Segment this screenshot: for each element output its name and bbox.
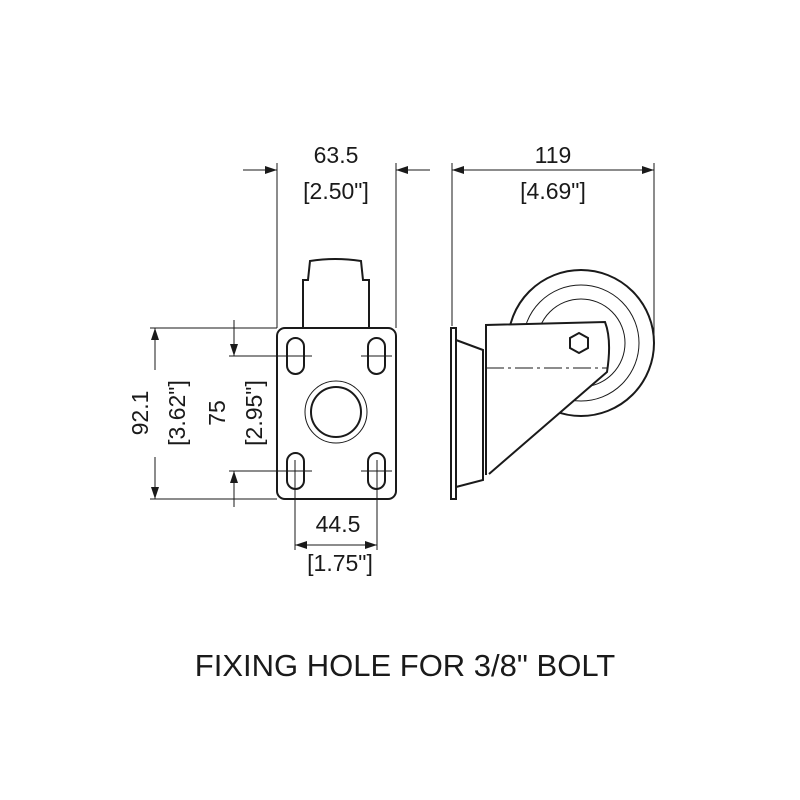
swivel-housing xyxy=(455,339,484,488)
mounting-plate xyxy=(276,327,397,500)
dimension-hole-spacing-length: 75 [2.95"] xyxy=(204,320,392,507)
center-ring-outer xyxy=(304,380,368,444)
caption: FIXING HOLE FOR 3/8" BOLT xyxy=(195,648,615,683)
dimension-plate-length: 92.1 [3.62"] xyxy=(127,327,277,500)
side-base-plate xyxy=(450,327,457,500)
dim-plate-length-inch: [3.62"] xyxy=(164,380,190,446)
hex-bolt-icon xyxy=(569,331,589,355)
fork-bracket xyxy=(485,320,611,475)
dimension-plate-width: 63.5 [2.50"] xyxy=(243,142,430,328)
dim-hole-spacing-width-mm: 44.5 xyxy=(316,511,361,537)
dim-plate-width-inch: [2.50"] xyxy=(303,178,369,204)
dim-plate-width-mm: 63.5 xyxy=(314,142,359,168)
dim-hole-spacing-width-inch: [1.75"] xyxy=(307,550,373,576)
dimension-overall-height: 119 [4.69"] xyxy=(451,142,655,340)
dim-plate-length-mm: 92.1 xyxy=(127,391,153,436)
dim-overall-height-inch: [4.69"] xyxy=(520,178,586,204)
dimension-hole-spacing-width: 44.5 [1.75"] xyxy=(294,460,378,576)
dim-hole-spacing-length-inch: [2.95"] xyxy=(241,380,267,446)
dim-hole-spacing-length-mm: 75 xyxy=(204,400,230,426)
dim-overall-height-mm: 119 xyxy=(535,142,572,168)
caster-side-view xyxy=(450,269,655,500)
center-ring-inner xyxy=(310,386,362,438)
wheel-top xyxy=(302,258,370,328)
